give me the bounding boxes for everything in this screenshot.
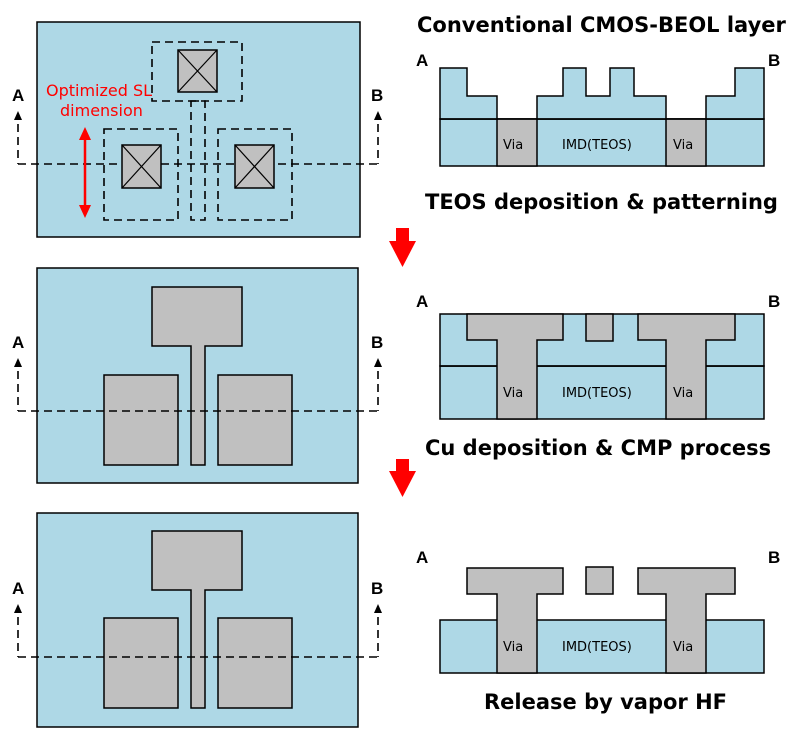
arrow-up-a-3 <box>14 604 22 613</box>
dashed-left-pad-outline <box>103 128 179 221</box>
metal-left-pad-3 <box>103 617 179 709</box>
metal-right-pad-3 <box>217 617 293 709</box>
cs2-via-left-label: Via <box>503 386 523 401</box>
metal-left-pad-2 <box>103 374 179 466</box>
cs3-metal-middle <box>585 566 614 595</box>
cs2-imd-label: IMD(TEOS) <box>562 386 632 401</box>
metal-top-pad-with-stem-2 <box>151 286 243 466</box>
dashed-top-pad-outline <box>151 41 243 102</box>
dimension-arrow <box>79 127 91 218</box>
via-box-right <box>234 144 275 189</box>
top-view-step3: A B <box>12 512 383 728</box>
arrow-up-b-1 <box>374 111 382 120</box>
annotation-line1: Optimized SL <box>46 81 152 100</box>
marker-b-2: B <box>371 333 383 352</box>
cs1-via-left <box>496 118 538 167</box>
cs2-label-b: B <box>768 292 780 311</box>
cs3-metal-right <box>637 567 736 674</box>
cs1-via-right-label: Via <box>673 138 693 153</box>
cs1-label-b: B <box>768 51 780 70</box>
cs2-metal-left <box>466 313 564 420</box>
cs3-label-a: A <box>416 548 428 567</box>
cs1-teos-pattern <box>439 67 765 120</box>
marker-a-1: A <box>12 86 24 105</box>
title-step2: Cu deposition & CMP process <box>425 436 771 460</box>
arrow-up-b-2 <box>374 358 382 367</box>
cs2-substrate <box>439 365 765 420</box>
cs3-imd-label: IMD(TEOS) <box>562 640 632 655</box>
dashed-stem-outline <box>190 100 206 221</box>
cs3-via-left-label: Via <box>503 640 523 655</box>
cs2-via-right-label: Via <box>673 386 693 401</box>
cs2-label-a: A <box>416 292 428 311</box>
top-view-step1: Optimized SL dimension A B <box>12 21 383 238</box>
arrow-up-a-1 <box>14 111 22 120</box>
cross-section-step3: A B Via IMD(TEOS) Via Release by vapor H… <box>416 548 780 714</box>
cs1-label-a: A <box>416 51 428 70</box>
step-arrow-1 <box>389 228 416 267</box>
cs2-metal-middle <box>585 313 614 342</box>
cs3-via-right-label: Via <box>673 640 693 655</box>
title-top: Conventional CMOS-BEOL layer <box>417 13 787 37</box>
marker-b-3: B <box>371 579 383 598</box>
annotation-line2: dimension <box>60 101 143 120</box>
cs1-via-right <box>665 118 707 167</box>
title-step1: TEOS deposition & patterning <box>425 190 778 214</box>
arrow-up-b-3 <box>374 604 382 613</box>
title-step3: Release by vapor HF <box>484 690 727 714</box>
cs2-metal-right <box>637 313 736 420</box>
marker-b-1: B <box>371 86 383 105</box>
cross-section-step1: Conventional CMOS-BEOL layer A B Via IMD… <box>416 13 787 214</box>
cs3-substrate <box>439 619 765 674</box>
cs3-metal-left <box>466 567 564 674</box>
step-arrow-2 <box>389 459 416 497</box>
via-box-left <box>121 144 162 189</box>
cross-section-step2: A B Via IMD(TEOS) Via Cu deposition & CM… <box>416 292 780 460</box>
top-view-step2: A B <box>12 267 383 484</box>
cs3-label-b: B <box>768 548 780 567</box>
via-box-top <box>177 49 218 93</box>
metal-right-pad-2 <box>217 374 293 466</box>
cs1-substrate <box>439 118 765 167</box>
metal-top-pad-with-stem-3 <box>151 530 243 709</box>
dashed-right-pad-outline <box>217 128 293 221</box>
marker-a-3: A <box>12 579 24 598</box>
arrow-up-a-2 <box>14 358 22 367</box>
cs1-imd-label: IMD(TEOS) <box>562 138 632 153</box>
cs1-via-left-label: Via <box>503 138 523 153</box>
marker-a-2: A <box>12 333 24 352</box>
